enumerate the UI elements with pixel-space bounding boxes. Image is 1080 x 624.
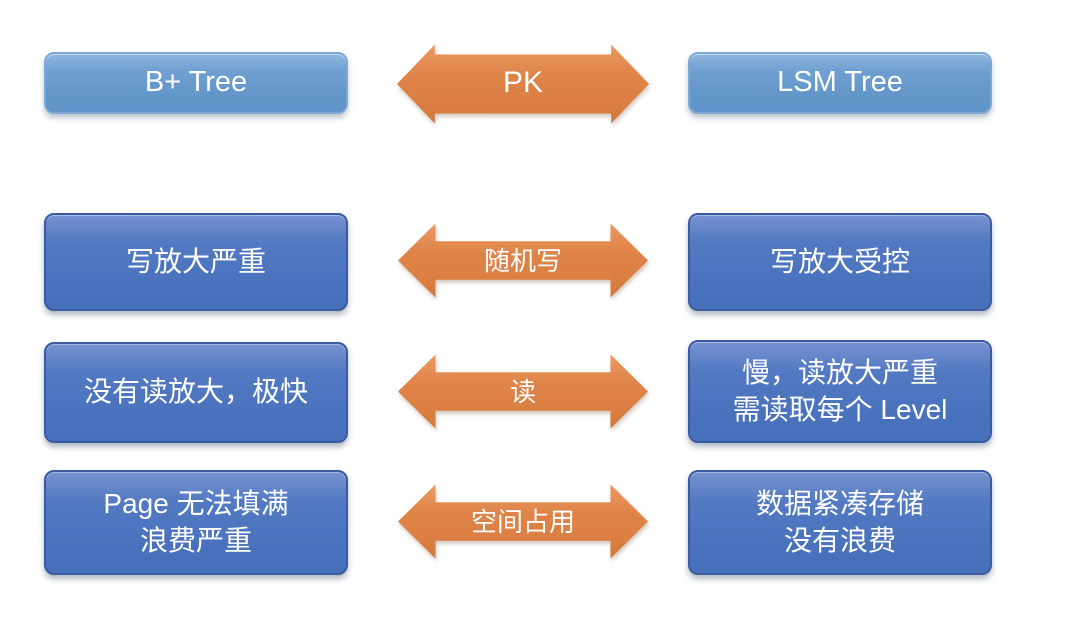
lsm-write-amplification-box: 写放大受控 xyxy=(688,213,992,311)
bplus-write-amplification-box: 写放大严重 xyxy=(44,213,348,311)
arrow-label-read: 读 xyxy=(509,377,536,407)
bplus-read-box: 没有读放大，极快 xyxy=(44,342,348,443)
header-box-bplus-tree: B+ Tree xyxy=(44,52,348,114)
bplus-space-box: Page 无法填满 浪费严重 xyxy=(44,470,348,575)
double-arrow-pk: PK xyxy=(397,43,649,125)
arrow-label-pk: PK xyxy=(502,66,544,99)
double-arrow-random-write-shape: 随机写 xyxy=(398,223,648,298)
lsm-space-box: 数据紧凑存储 没有浪费 xyxy=(688,470,992,575)
arrow-label-random-write: 随机写 xyxy=(483,246,562,276)
header-box-lsm-tree: LSM Tree xyxy=(688,52,992,114)
double-arrow-random-write: 随机写 xyxy=(398,222,648,299)
arrow-label-space-usage: 空间占用 xyxy=(470,507,575,537)
double-arrow-space-usage-shape: 空间占用 xyxy=(398,484,648,559)
double-arrow-read-shape: 读 xyxy=(398,354,648,429)
double-arrow-read: 读 xyxy=(398,353,648,430)
lsm-read-box: 慢，读放大严重 需读取每个 Level xyxy=(688,340,992,443)
double-arrow-space-usage: 空间占用 xyxy=(398,483,648,560)
double-arrow-pk-shape: PK xyxy=(397,44,649,124)
